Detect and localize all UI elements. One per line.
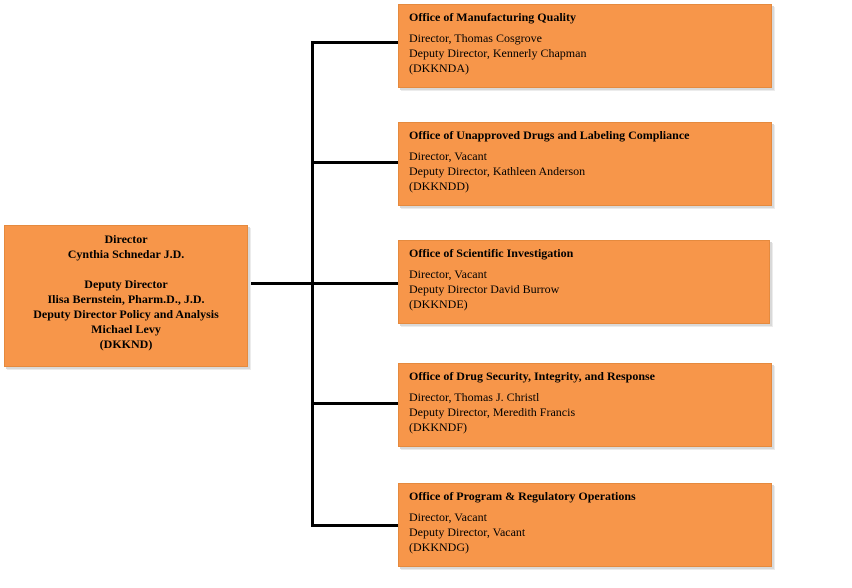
office-deputy-director: Deputy Director, Vacant	[409, 525, 526, 539]
office-deputy-director: Deputy Director, Kennerly Chapman	[409, 46, 587, 60]
connector-branch-4	[311, 402, 398, 405]
office-title: Office of Scientific Investigation	[409, 246, 574, 260]
office-code: (DKKNDF)	[409, 420, 467, 434]
deputy-director-name: Ilisa Bernstein, Pharm.D., J.D.	[47, 292, 205, 306]
office-director: Director, Vacant	[409, 149, 487, 163]
spacer	[5, 262, 247, 277]
office-box-program-regulatory: Office of Program & Regulatory Operation…	[398, 483, 772, 567]
connector-branch-5	[311, 524, 398, 527]
director-name: Cynthia Schnedar J.D.	[67, 247, 185, 261]
office-deputy-director: Deputy Director, Meredith Francis	[409, 405, 576, 419]
office-deputy-director: Deputy Director, Kathleen Anderson	[409, 164, 586, 178]
office-director: Director, Vacant	[409, 267, 487, 281]
office-director: Director, Thomas Cosgrove	[409, 31, 542, 45]
office-title: Office of Program & Regulatory Operation…	[409, 489, 636, 503]
office-code: (DKKNDG)	[409, 540, 469, 554]
office-code: (DKKNDA)	[409, 61, 469, 75]
connector-branch-3	[311, 282, 398, 285]
deputy-director-policy-label: Deputy Director Policy and Analysis	[33, 307, 219, 321]
office-title: Office of Drug Security, Integrity, and …	[409, 369, 655, 383]
director-code: (DKKND)	[99, 337, 153, 351]
office-director: Director, Vacant	[409, 510, 487, 524]
office-deputy-director: Deputy Director David Burrow	[409, 282, 560, 296]
director-label: Director	[104, 232, 148, 246]
deputy-director-label: Deputy Director	[84, 277, 168, 291]
office-box-drug-security: Office of Drug Security, Integrity, and …	[398, 363, 772, 447]
deputy-director-policy-name: Michael Levy	[91, 322, 161, 336]
office-title: Office of Unapproved Drugs and Labeling …	[409, 128, 690, 142]
office-box-unapproved-drugs: Office of Unapproved Drugs and Labeling …	[398, 122, 772, 206]
office-director: Director, Thomas J. Christl	[409, 390, 540, 404]
office-box-scientific-investigation: Office of Scientific Investigation Direc…	[398, 240, 770, 324]
office-code: (DKKNDD)	[409, 179, 469, 193]
office-title: Office of Manufacturing Quality	[409, 10, 576, 24]
connector-horizontal-main	[248, 282, 314, 285]
director-box: Director Cynthia Schnedar J.D. Deputy Di…	[4, 225, 248, 367]
connector-branch-2	[311, 161, 398, 164]
connector-branch-1	[311, 41, 398, 44]
office-box-manufacturing-quality: Office of Manufacturing Quality Director…	[398, 4, 772, 88]
office-code: (DKKNDE)	[409, 297, 468, 311]
